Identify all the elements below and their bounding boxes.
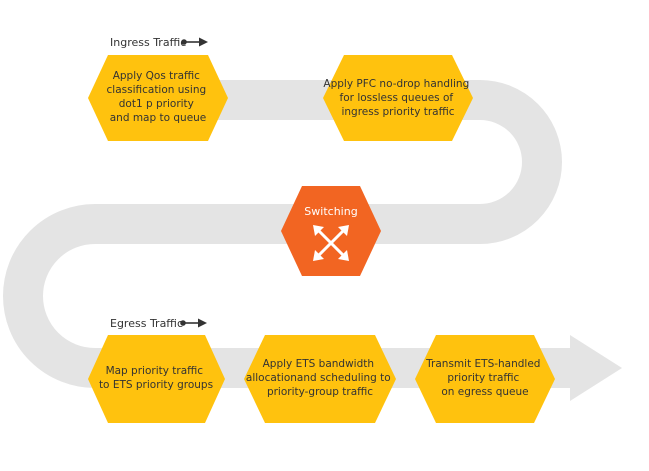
step-transmit-ets-handled: Transmit ETS-handled priority traffic on… <box>415 335 555 423</box>
step-text: Apply Qos traffic classification using d… <box>107 70 210 124</box>
step-apply-ets-bandwidth: Apply ETS bandwidth allocationand schedu… <box>244 335 396 423</box>
switch-arrows-icon <box>313 225 349 261</box>
step-hexagon <box>244 335 396 423</box>
switching-hexagon <box>281 186 381 276</box>
egress-traffic-label: Egress Traffic <box>110 317 183 330</box>
step-hexagon <box>88 335 225 423</box>
step-apply-qos-classification: Apply Qos traffic classification using d… <box>88 55 228 141</box>
step-switching: Switching <box>281 186 381 276</box>
step-hexagon <box>88 55 228 141</box>
step-hexagon <box>323 55 473 141</box>
step-text: Transmit ETS-handled priority traffic on… <box>425 358 544 398</box>
step-text: Apply PFC no-drop handling for lossless … <box>323 78 472 118</box>
switching-label: Switching <box>304 205 357 218</box>
flow-arrowhead <box>570 335 622 401</box>
flow-path <box>3 80 575 388</box>
step-text: Map priority traffic to ETS priority gro… <box>99 365 213 391</box>
step-hexagon <box>415 335 555 423</box>
step-map-priority-traffic: Map priority traffic to ETS priority gro… <box>88 335 225 423</box>
ingress-arrow-icon <box>181 37 208 47</box>
ingress-traffic-label: Ingress Traffic <box>110 36 186 49</box>
step-apply-pfc-no-drop: Apply PFC no-drop handling for lossless … <box>323 55 473 141</box>
egress-arrow-icon <box>180 318 207 328</box>
step-text: Apply ETS bandwidth allocationand schedu… <box>246 358 394 398</box>
